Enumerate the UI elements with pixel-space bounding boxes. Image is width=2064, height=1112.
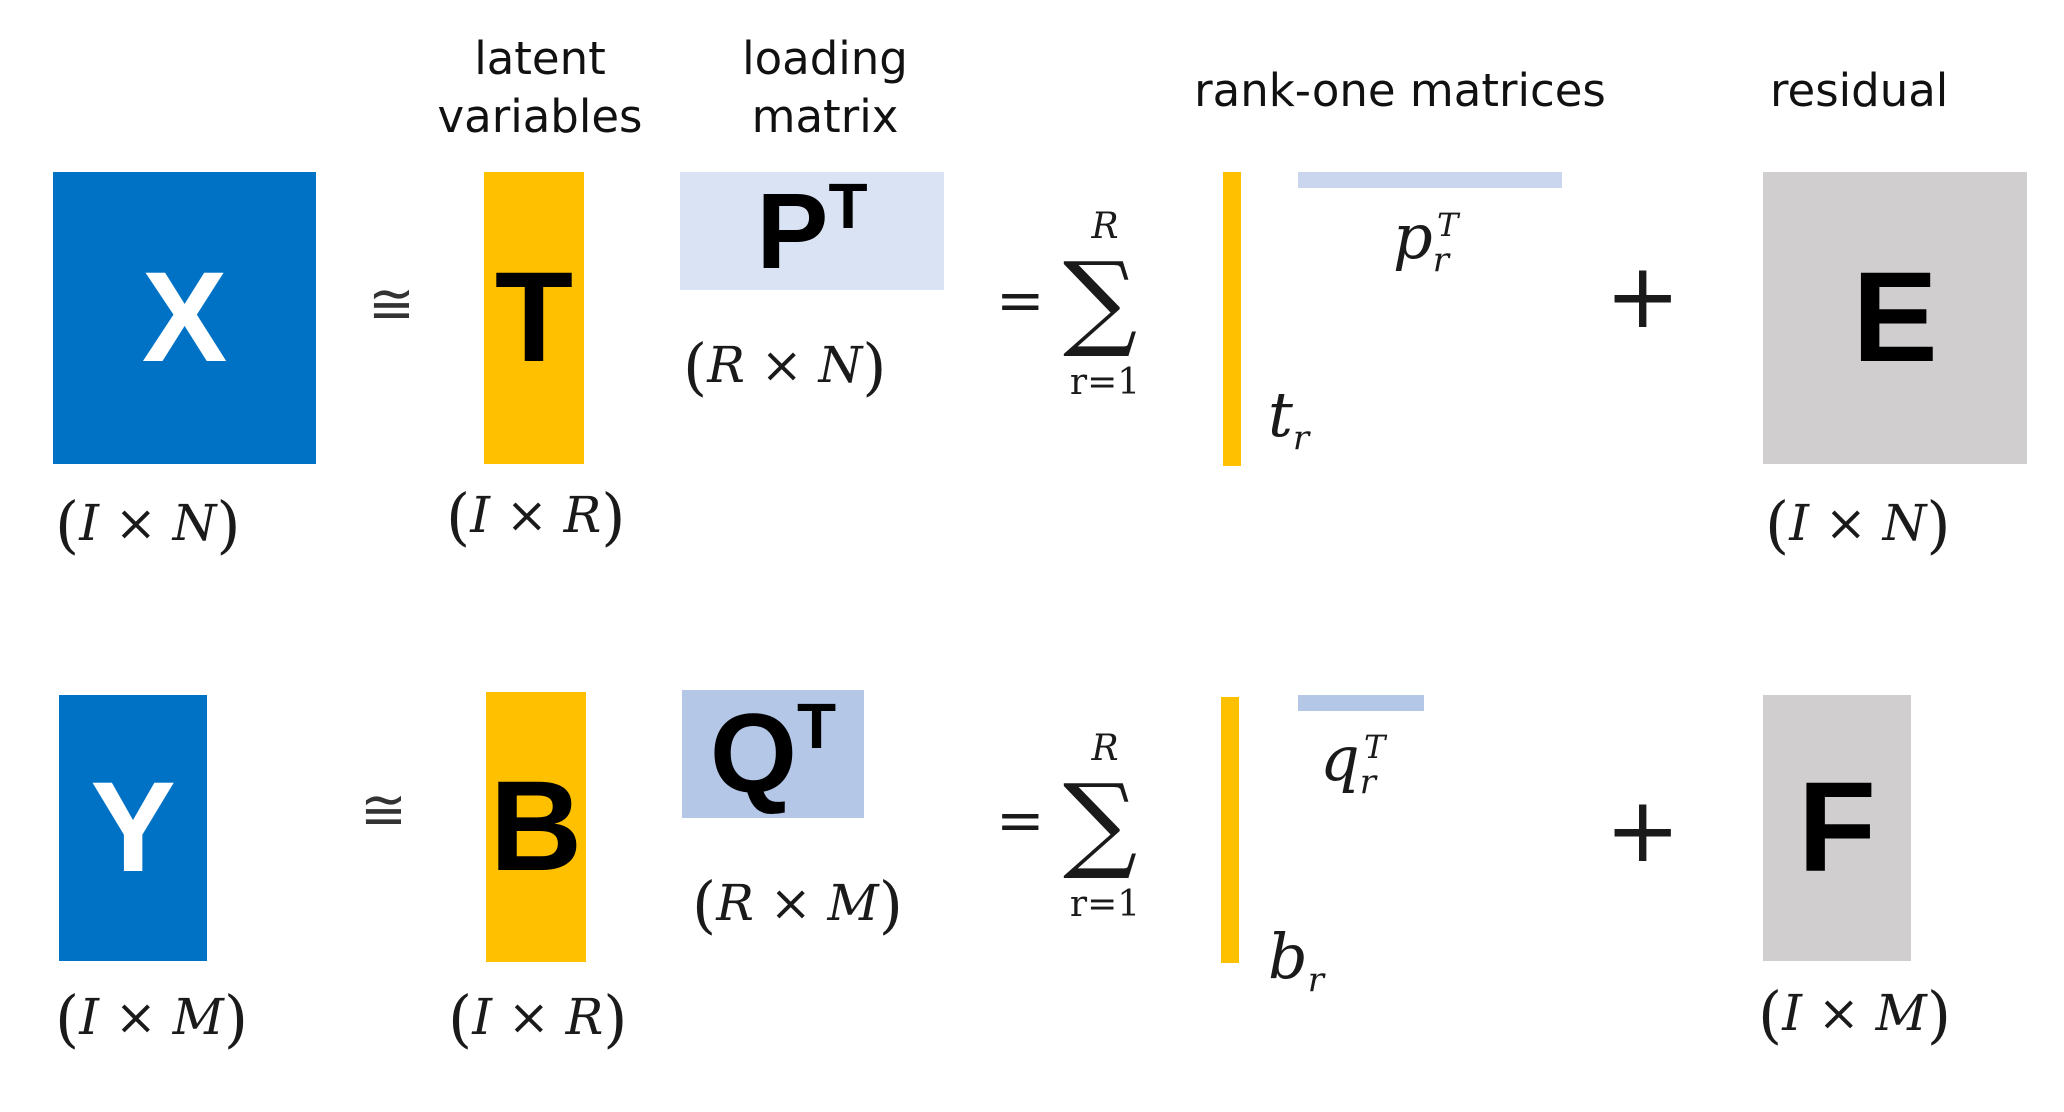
sum-upper-limit-y: R [1091,728,1119,769]
matrix-t-block: T [484,172,584,464]
column-vector-t-label: tr [1268,378,1309,458]
matrix-y-block: Y [59,695,207,961]
summation-symbol-y: ∑ [1063,761,1138,883]
column-vector-b-symbol: b [1268,920,1308,993]
header-rank-one-matrices: rank-one matrices [1194,64,1606,117]
row-vector-q-symbol: q [1320,722,1360,795]
row-vector-p-sup: T [1436,206,1459,245]
matrix-p-transpose-marker: T [828,170,868,242]
row-vector-p-symbol: p [1393,200,1433,273]
header-latent-variables: latent variables [437,32,643,143]
matrix-x-label: X [141,246,228,389]
residual-f-label: F [1797,756,1877,899]
matrix-t-label: T [494,246,574,389]
matrix-y-dimension: (I × M) [55,982,249,1055]
matrix-x-dimension: (I × N) [55,488,241,561]
sum-upper-limit-x: R [1091,206,1119,247]
matrix-b-dim-text: I × R [472,988,604,1046]
matrix-t-dim-text: I × R [470,486,602,544]
sum-lower-limit-x: r=1 [1069,362,1141,403]
matrix-x-dim-text: I × N [79,494,217,552]
matrix-x-block: X [53,172,316,464]
matrix-q-label: Q [709,691,798,816]
row-vector-q-sub: r [1359,762,1376,803]
equals-symbol-x: = [996,266,1045,334]
matrix-p-dimension: (R × N) [683,330,887,403]
row-vector-q-bar [1298,695,1424,711]
header-loading-matrix: loading matrix [742,32,908,143]
header-residual: residual [1770,64,1949,117]
column-vector-b-bar [1221,697,1239,963]
residual-e-label: E [1852,246,1938,389]
matrix-b-block: B [486,692,586,962]
matrix-t-dimension: (I × R) [446,480,626,553]
matrix-y-label: Y [90,756,176,899]
matrix-b-label: B [489,755,583,898]
plus-symbol-x: + [1605,244,1681,349]
row-vector-p-label: prT [1393,200,1458,280]
column-vector-b-label: br [1268,920,1324,1000]
residual-e-dim-text: I × N [1789,494,1927,552]
residual-e-block: E [1763,172,2027,464]
sum-lower-limit-y: r=1 [1069,884,1141,925]
summation-symbol-x: ∑ [1063,239,1138,361]
row-vector-q-label: qrT [1320,722,1385,802]
column-vector-t-bar [1223,172,1241,466]
residual-f-dim-text: I × M [1782,984,1927,1042]
matrix-q-dimension: (R × M) [692,868,903,941]
residual-f-block: F [1763,695,1911,961]
matrix-b-dimension: (I × R) [448,982,628,1055]
matrix-y-dim-text: I × M [79,988,224,1046]
column-vector-t-symbol: t [1268,378,1293,451]
equals-symbol-y: = [996,786,1045,854]
column-vector-t-sub: r [1292,418,1310,459]
row-vector-p-sub: r [1432,240,1449,281]
matrix-p-label: P [756,170,829,291]
residual-f-dimension: (I × M) [1758,978,1952,1051]
approx-symbol-x: ≅ [368,272,415,337]
row-vector-p-bar [1298,172,1562,188]
approx-symbol-y: ≅ [360,778,407,843]
matrix-q-dim-text: R × M [716,874,879,932]
matrix-q-transpose-marker: T [797,690,837,762]
row-vector-q-sup: T [1363,728,1386,767]
column-vector-b-sub: r [1307,960,1324,1001]
plus-symbol-y: + [1605,778,1681,883]
residual-e-dimension: (I × N) [1765,488,1951,561]
matrix-p-dim-text: R × N [707,336,863,394]
